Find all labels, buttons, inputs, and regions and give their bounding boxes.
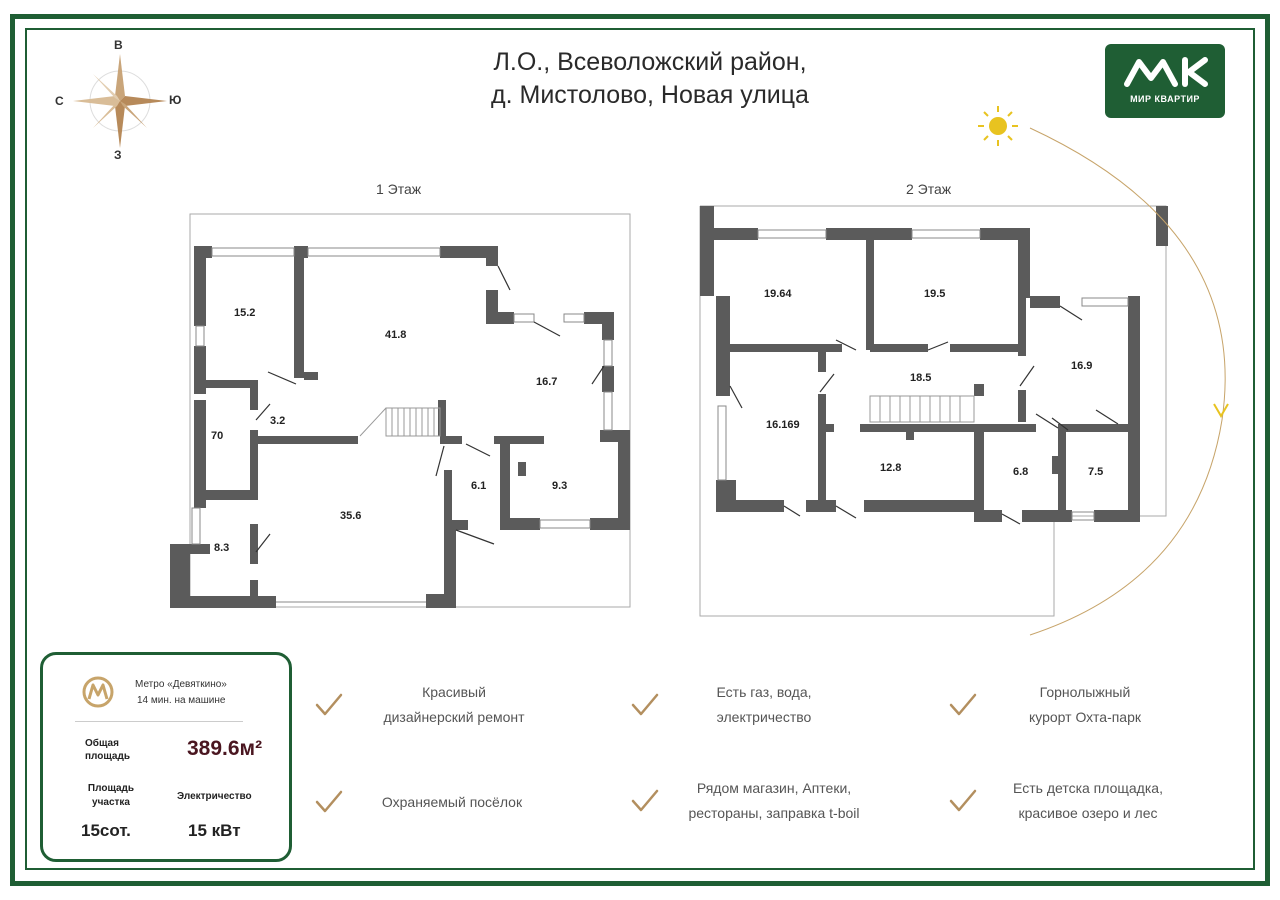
room-area-label: 18.5 xyxy=(910,372,932,384)
check-icon xyxy=(315,693,343,716)
compass-north-label: В xyxy=(114,38,123,52)
plot-area-label-line-1: Площадь xyxy=(87,783,135,794)
title-line-1: Л.О., Всеволожский район, xyxy=(493,48,807,76)
feature-text-line-1: Рядом магазин, Аптеки, xyxy=(696,780,852,796)
room-area-label: 41.8 xyxy=(385,329,407,341)
total-area-value: 389.6м² xyxy=(187,737,263,760)
info-card: Метро «Девяткино» 14 мин. на машине Обща… xyxy=(40,652,292,862)
feature-text: Охраняемый посёлок xyxy=(352,790,552,815)
floor-1-plan xyxy=(170,213,631,608)
room-area-label: 9.3 xyxy=(552,480,568,492)
electricity-value: 15 кВт xyxy=(188,821,241,840)
feature-item: Горнолыжный курорт Охта-парк xyxy=(948,680,1180,730)
outer-frame xyxy=(10,14,1270,886)
floor-1-label: 1 Этаж xyxy=(376,181,422,197)
feature-text-line-1: Есть детска площадка, xyxy=(1013,780,1163,796)
feature-item: Рядом магазин, Аптеки, рестораны, заправ… xyxy=(630,776,884,826)
feature-text-line-2: рестораны, заправка t-boil xyxy=(688,805,860,821)
metro-station-name: Метро «Девяткино» xyxy=(135,679,227,690)
plot-area-label: Площадь участка xyxy=(83,782,139,810)
total-area-label-line-1: Общая xyxy=(85,738,119,749)
feature-item: Есть газ, вода, электричество xyxy=(630,680,864,730)
room-area-label: 16.169 xyxy=(766,419,800,431)
feature-text-line-1: Горнолыжный xyxy=(1039,684,1131,700)
compass-rose: В С Ю З xyxy=(55,36,185,166)
page-title: Л.О., Всеволожский район, д. Мистолово, … xyxy=(420,46,880,112)
inner-frame xyxy=(25,28,1255,870)
room-area-label: 12.8 xyxy=(880,462,902,474)
feature-text: Рядом магазин, Аптеки, рестораны, заправ… xyxy=(664,776,884,826)
feature-text-line-1: Охраняемый посёлок xyxy=(381,793,523,810)
room-area-label: 8.3 xyxy=(214,542,230,554)
room-area-label: 70 xyxy=(211,430,224,442)
metro-travel-time: 14 мин. на машине xyxy=(137,695,226,706)
room-area-label: 15.2 xyxy=(234,307,256,319)
floor-2-plan xyxy=(699,205,1168,617)
feature-item: Есть детска площадка, красивое озеро и л… xyxy=(948,776,1188,826)
room-area-label: 16.9 xyxy=(1071,360,1093,372)
feature-text-line-2: электричество xyxy=(716,709,812,725)
floor-2-label: 2 Этаж xyxy=(906,181,952,197)
compass-icon xyxy=(73,54,167,148)
feature-text: Есть газ, вода, электричество xyxy=(664,680,864,730)
check-icon xyxy=(631,789,659,812)
feature-text: Есть детска площадка, красивое озеро и л… xyxy=(988,776,1188,826)
room-area-label: 7.5 xyxy=(1088,466,1104,478)
room-area-label: 35.6 xyxy=(340,510,362,522)
feature-text-line-2: красивое озеро и лес xyxy=(1018,805,1158,821)
room-area-label: 6.1 xyxy=(471,480,487,492)
feature-text-line-2: дизайнерский ремонт xyxy=(383,709,525,725)
brand-logo: МК МИР КВАРТИР xyxy=(1105,44,1225,118)
feature-text-line-1: Красивый xyxy=(422,684,486,700)
total-area-label-line-2: площадь xyxy=(85,751,130,762)
room-area-label: 19.64 xyxy=(764,288,792,300)
room-area-label: 19.5 xyxy=(924,288,946,300)
plot-area-label-line-2: участка xyxy=(92,797,130,808)
room-area-label: 6.8 xyxy=(1013,466,1029,478)
check-icon xyxy=(949,693,977,716)
total-area-label: Общая площадь xyxy=(85,737,130,763)
compass-east-label: Ю xyxy=(169,93,182,107)
feature-item: Красивый дизайнерский ремонт xyxy=(314,680,554,730)
feature-text: Горнолыжный курорт Охта-парк xyxy=(990,680,1180,730)
feature-text-line-1: Есть газ, вода, xyxy=(716,684,812,700)
title-line-2: д. Мистолово, Новая улица xyxy=(491,81,809,109)
feature-item: Охраняемый посёлок xyxy=(314,789,552,815)
feature-text-line-2: курорт Охта-парк xyxy=(1028,709,1142,725)
plot-area-value: 15сот. xyxy=(81,821,131,840)
metro-icon xyxy=(82,676,114,708)
card-divider xyxy=(75,721,243,722)
check-icon xyxy=(631,693,659,716)
compass-south-label: З xyxy=(114,148,122,162)
compass-west-label: С xyxy=(55,94,64,108)
room-area-label: 16.7 xyxy=(536,376,558,388)
feature-text: Красивый дизайнерский ремонт xyxy=(354,680,554,730)
logo-mark-icon: МК xyxy=(1124,57,1208,87)
check-icon xyxy=(949,789,977,812)
electricity-label: Электричество xyxy=(177,791,252,802)
room-area-label: 3.2 xyxy=(270,415,286,427)
check-icon xyxy=(315,790,343,813)
logo-text: МИР КВАРТИР xyxy=(1130,94,1200,104)
